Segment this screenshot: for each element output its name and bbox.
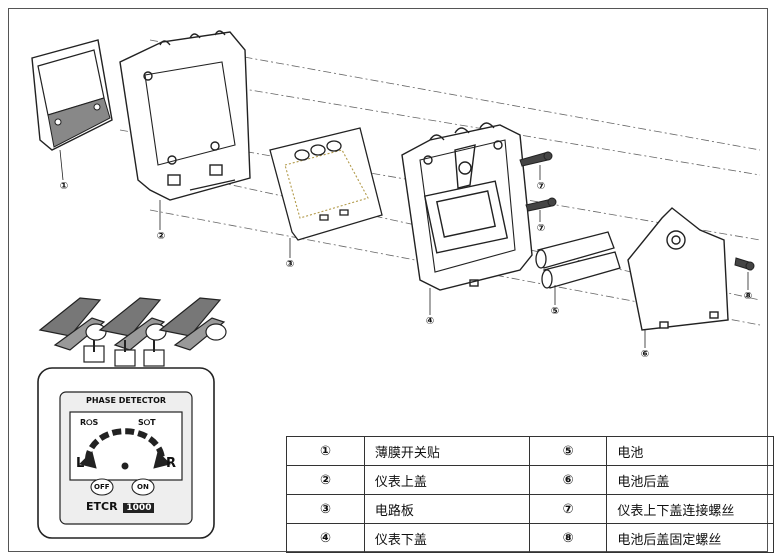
- alligator-clips: [38, 297, 227, 367]
- callout-7-bottom: ⑦: [536, 223, 546, 234]
- part-name: 仪表上下盖连接螺丝: [606, 494, 774, 524]
- battery-back-cover: [627, 207, 729, 331]
- part-number: ②: [286, 465, 365, 495]
- part-name: 仪表上盖: [363, 465, 530, 495]
- direction-left-label: L: [76, 456, 85, 471]
- part-number: ④: [286, 523, 365, 553]
- part-number: ⑤: [528, 436, 608, 466]
- part-name: 电池后盖: [606, 465, 774, 495]
- fixing-screw: [734, 257, 755, 271]
- device-right-label: S⭘T: [138, 418, 156, 427]
- callout-3: ③: [285, 259, 295, 270]
- table-row: ① 薄膜开关贴 ⑤ 电池: [286, 436, 774, 466]
- phase-detector-device: [37, 367, 215, 539]
- device-title: PHASE DETECTOR: [86, 396, 167, 405]
- leader-lines: [59, 149, 749, 348]
- membrane-switch-sticker: [31, 39, 113, 151]
- callout-6: ⑥: [640, 349, 650, 360]
- part-name: 仪表下盖: [363, 523, 530, 553]
- part-name: 电池后盖固定螺丝: [606, 523, 774, 553]
- clip-2: [98, 297, 167, 367]
- part-number: ⑦: [528, 494, 608, 524]
- device-left-label: R⭘S: [80, 418, 99, 427]
- direction-right-label: R: [166, 456, 177, 471]
- part-number: ⑥: [528, 465, 608, 495]
- brand-name: ETCR: [86, 500, 118, 513]
- part-number: ①: [286, 436, 365, 466]
- part-name: 电池: [606, 436, 774, 466]
- batteries: [535, 231, 621, 289]
- on-button[interactable]: ON: [137, 483, 149, 491]
- callout-8: ⑧: [743, 291, 753, 302]
- part-number: ⑧: [528, 523, 608, 553]
- model-number: 1000: [123, 503, 155, 513]
- upper-cover: [119, 30, 251, 201]
- part-name: 电路板: [363, 494, 530, 524]
- table-row: ② 仪表上盖 ⑥ 电池后盖: [286, 465, 774, 495]
- part-number: ③: [286, 494, 365, 524]
- callout-2: ②: [156, 231, 166, 242]
- clip-3: [143, 297, 227, 367]
- parts-legend-table: ① 薄膜开关贴 ⑤ 电池 ② 仪表上盖 ⑥ 电池后盖 ③ 电路板 ⑦ 仪表上下盖…: [286, 436, 774, 553]
- part-name: 薄膜开关贴: [363, 436, 530, 466]
- lower-cover: [401, 122, 533, 291]
- table-row: ③ 电路板 ⑦ 仪表上下盖连接螺丝: [286, 494, 774, 524]
- callout-4: ④: [425, 316, 435, 327]
- callout-5: ⑤: [550, 306, 560, 317]
- connecting-screws: [519, 151, 557, 212]
- callout-7-top: ⑦: [536, 181, 546, 192]
- circuit-board: [269, 127, 383, 241]
- brand-logo: ETCR 1000: [86, 500, 155, 513]
- table-row: ④ 仪表下盖 ⑧ 电池后盖固定螺丝: [286, 523, 774, 553]
- callout-1: ①: [59, 181, 69, 192]
- off-button[interactable]: OFF: [94, 483, 110, 491]
- clip-1: [38, 297, 107, 363]
